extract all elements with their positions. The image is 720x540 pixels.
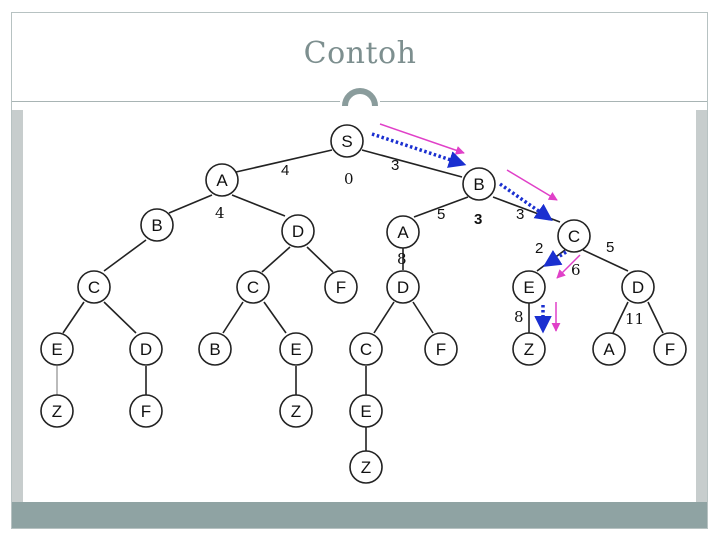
footer-band <box>12 502 707 528</box>
svg-text:E: E <box>360 402 371 421</box>
node-z-goal: Z <box>512 332 546 366</box>
cost-s-b: 3 <box>391 157 399 174</box>
svg-text:C: C <box>568 227 580 246</box>
node-f-level4-a: F <box>424 332 458 366</box>
cost-c-d: 5 <box>606 239 614 256</box>
node-f-level5: F <box>129 394 163 428</box>
cost-d-eleven: 11 <box>625 310 644 328</box>
svg-text:A: A <box>397 223 409 242</box>
cost-s-zero: 0 <box>344 170 354 188</box>
svg-text:D: D <box>397 278 409 297</box>
cost-b-c: 3 <box>516 206 524 223</box>
svg-text:C: C <box>247 278 259 297</box>
search-path-arrows <box>371 123 581 334</box>
slide-frame <box>11 12 708 529</box>
node-e-level4-a: E <box>40 332 74 366</box>
node-c-level4: C <box>349 332 383 366</box>
node-d-level4: D <box>129 332 163 366</box>
node-e-level5: E <box>349 394 383 428</box>
svg-text:E: E <box>51 340 62 359</box>
svg-text:D: D <box>292 222 304 241</box>
node-e-level3: E <box>512 270 546 304</box>
node-b-level2: B <box>140 208 174 242</box>
svg-text:B: B <box>151 216 162 235</box>
svg-text:D: D <box>632 278 644 297</box>
node-a-level2: A <box>386 215 420 249</box>
cost-a-four: 4 <box>215 204 225 222</box>
node-a: A <box>205 163 239 197</box>
node-b-level4: B <box>198 332 232 366</box>
svg-text:Z: Z <box>524 340 534 359</box>
node-e-level4-b: E <box>279 332 313 366</box>
node-f-level3-a: F <box>324 270 358 304</box>
svg-text:D: D <box>140 340 152 359</box>
title-rule-left <box>12 101 340 102</box>
svg-text:F: F <box>436 340 446 359</box>
node-z-level6: Z <box>349 450 383 484</box>
svg-text:E: E <box>523 278 534 297</box>
right-band <box>696 110 707 502</box>
svg-text:A: A <box>603 340 615 359</box>
node-c-level2: C <box>557 219 591 253</box>
node-d-level3-a: D <box>386 270 420 304</box>
cost-s-a: 4 <box>281 162 289 179</box>
cost-e-z: 8 <box>514 308 524 326</box>
cost-b-bold: 3 <box>474 211 482 228</box>
node-z-level5-b: Z <box>279 394 313 428</box>
node-d-level2: D <box>281 214 315 248</box>
svg-text:Z: Z <box>291 402 301 421</box>
left-band <box>12 110 23 502</box>
svg-text:F: F <box>336 278 346 297</box>
svg-text:B: B <box>209 340 220 359</box>
svg-text:S: S <box>341 132 352 151</box>
svg-text:C: C <box>88 278 100 297</box>
node-d-level3-b: D <box>621 270 655 304</box>
slide-title: Contoh <box>303 36 417 71</box>
svg-text:Z: Z <box>361 458 371 477</box>
cost-c-e: 2 <box>535 240 543 257</box>
node-s: S <box>330 124 364 158</box>
node-z-level5-a: Z <box>40 394 74 428</box>
svg-text:Z: Z <box>52 402 62 421</box>
svg-text:A: A <box>216 171 228 190</box>
title-rule-right <box>380 101 707 102</box>
node-c-level3-a: C <box>77 270 111 304</box>
svg-text:F: F <box>665 340 675 359</box>
node-f-level4-b: F <box>653 332 687 366</box>
svg-text:F: F <box>141 402 151 421</box>
cost-a-d: 8 <box>397 250 407 268</box>
node-c-level3-b: C <box>236 270 270 304</box>
ornament-arc-icon <box>342 88 378 107</box>
cost-b-a: 5 <box>437 206 445 223</box>
cost-c-six: 6 <box>571 261 581 279</box>
svg-text:E: E <box>290 340 301 359</box>
node-b: B <box>462 167 496 201</box>
svg-text:C: C <box>360 340 372 359</box>
svg-text:B: B <box>473 175 484 194</box>
node-a-level4: A <box>592 332 626 366</box>
